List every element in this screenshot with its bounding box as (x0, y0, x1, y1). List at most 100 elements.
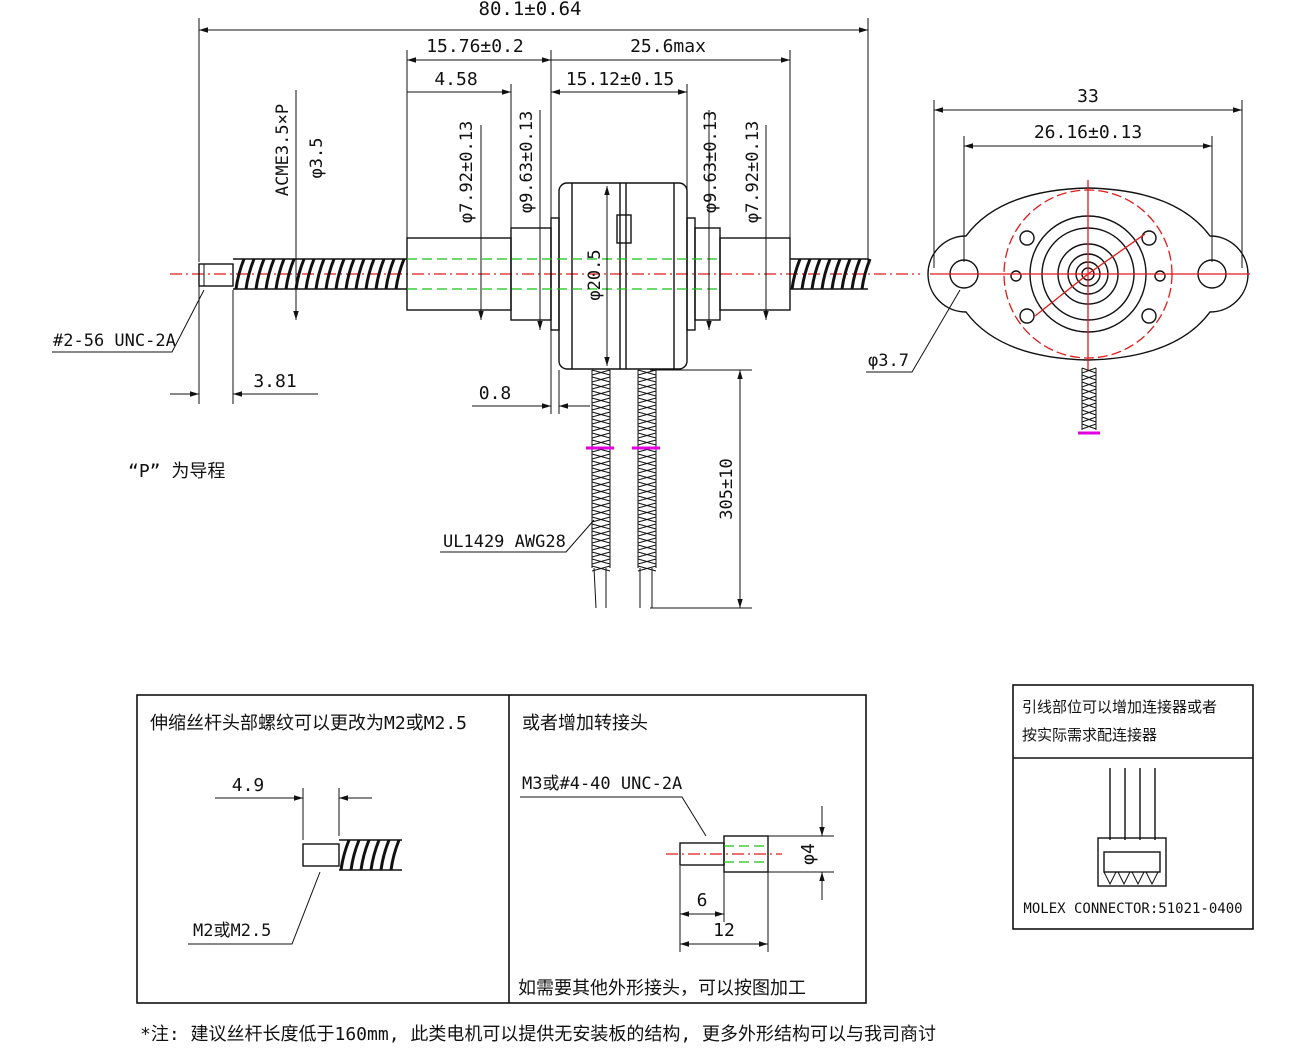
dim-nut-length: 4.58 (434, 69, 477, 90)
wire-braid (637, 551, 657, 558)
thread-turn (820, 258, 832, 290)
dim-flange-dia-left: φ9.63±0.13 (517, 111, 537, 213)
wire-braid (637, 397, 657, 404)
dim-flange-dia-right: φ9.63±0.13 (701, 111, 721, 213)
wire-braid (637, 481, 657, 488)
wire-braid (637, 544, 657, 551)
wire-braid (637, 453, 657, 460)
thread-turn (860, 258, 872, 290)
wire-braid (591, 404, 611, 411)
wire-braid (591, 495, 611, 502)
wire-braid (591, 523, 611, 530)
motor-body (558, 182, 688, 370)
panel-middle-label: M3或#4-40 UNC-2A (522, 774, 682, 794)
wire-braid (637, 439, 657, 446)
wire-braid (637, 369, 657, 376)
panel-middle-dim-b: 12 (713, 920, 735, 941)
wire-braid (591, 502, 611, 509)
panel-left-label: M2或M2.5 (193, 921, 271, 941)
option-panels: 伸缩丝杆头部螺纹可以更改为M2或M2.5 4.9 M2或M2.5 或者增加转接头… (136, 684, 1254, 1004)
wire-braid (637, 418, 657, 425)
mounting-flange (927, 187, 1249, 361)
right-bushing (719, 237, 791, 311)
thread-turn (234, 258, 246, 290)
left-lead-screw (234, 258, 406, 290)
thread-turn (254, 258, 266, 290)
thread-turn (850, 258, 862, 290)
dim-hole-spacing: 26.16±0.13 (1034, 122, 1142, 143)
wire-braid (637, 488, 657, 495)
panel-middle-dim-dia: φ4 (798, 843, 819, 865)
wire-braid (1081, 423, 1097, 430)
wire-braid (591, 530, 611, 537)
thread-turn (354, 258, 366, 290)
wire-braid (1081, 416, 1097, 423)
thread-turn (389, 839, 401, 871)
right-lead-screw (790, 258, 872, 290)
wire-braid (591, 516, 611, 523)
label-wire-spec: UL1429 AWG28 (443, 532, 566, 552)
thread-turn (314, 258, 326, 290)
dim-core-length: 15.12±0.15 (566, 69, 674, 90)
wire-braid (637, 509, 657, 516)
thread-turn (394, 258, 406, 290)
thread-turn (374, 258, 386, 290)
wire-braid (637, 432, 657, 439)
wire-braid (637, 530, 657, 537)
wire-braid (1081, 402, 1097, 409)
front-lead-wire (1081, 367, 1097, 430)
dim-screw-dia: φ3.5 (307, 138, 327, 179)
panel-middle-title: 或者增加转接头 (522, 713, 648, 734)
wire-braid (637, 537, 657, 544)
wire-braid (637, 425, 657, 432)
thread-turn (800, 258, 812, 290)
thread-turn (244, 258, 256, 290)
wire-braid (591, 565, 611, 572)
dim-lead-length: 305±10 (717, 458, 737, 519)
wire-braid (591, 390, 611, 397)
wire-braid (637, 474, 657, 481)
wire-braid (637, 404, 657, 411)
wire-braid (591, 453, 611, 460)
thread-turn (274, 258, 286, 290)
wire-braid (637, 495, 657, 502)
thread-turn (359, 839, 371, 871)
wire-braid (637, 467, 657, 474)
dim-motor-dia: φ20.5 (585, 249, 605, 300)
short-thread-end (302, 843, 340, 867)
panel-left-dim: 4.9 (232, 775, 265, 796)
wire-braid (637, 383, 657, 390)
dim-bushing-dia-right: φ7.92±0.13 (743, 121, 763, 223)
connector-drawing (1097, 768, 1167, 887)
panel-right-title-2: 按实际需求配连接器 (1022, 726, 1157, 744)
label-shaft-end-thread: #2-56 UNC-2A (53, 331, 176, 351)
shaft-end (198, 263, 234, 287)
thread-turn (830, 258, 842, 290)
thread-turn (344, 258, 356, 290)
dim-hole-dia: φ3.7 (868, 351, 909, 371)
thread-turn (304, 258, 316, 290)
thread-turn (384, 258, 396, 290)
panel-right-title-1: 引线部位可以增加连接器或者 (1022, 698, 1217, 716)
panel-right-connector: MOLEX CONNECTOR:51021-0400 (1023, 901, 1242, 917)
thread-turn (810, 258, 822, 290)
thread-turn (264, 258, 276, 290)
dim-flange-width: 33 (1077, 86, 1099, 107)
front-view: 33 26.16±0.13 φ3.7 (866, 86, 1250, 435)
lead-wires (591, 369, 657, 609)
adapter-sleeve (723, 835, 769, 873)
side-view: 80.1±0.64 15.76±0.2 25.6max 4.58 15.12±0… (52, 0, 920, 609)
thread-turn (379, 839, 391, 871)
wire-braid (591, 411, 611, 418)
wire-braid (637, 376, 657, 383)
dim-overall-length: 80.1±0.64 (479, 0, 582, 20)
dim-thread-spec: ACME3.5×P (273, 104, 293, 196)
wire-braid (1081, 409, 1097, 416)
thread-turn (339, 839, 351, 871)
thread-turn (284, 258, 296, 290)
wire-braid (591, 425, 611, 432)
thread-turn (324, 258, 336, 290)
wire-braid (591, 418, 611, 425)
wire-braid (591, 439, 611, 446)
connector-box (1012, 684, 1254, 930)
